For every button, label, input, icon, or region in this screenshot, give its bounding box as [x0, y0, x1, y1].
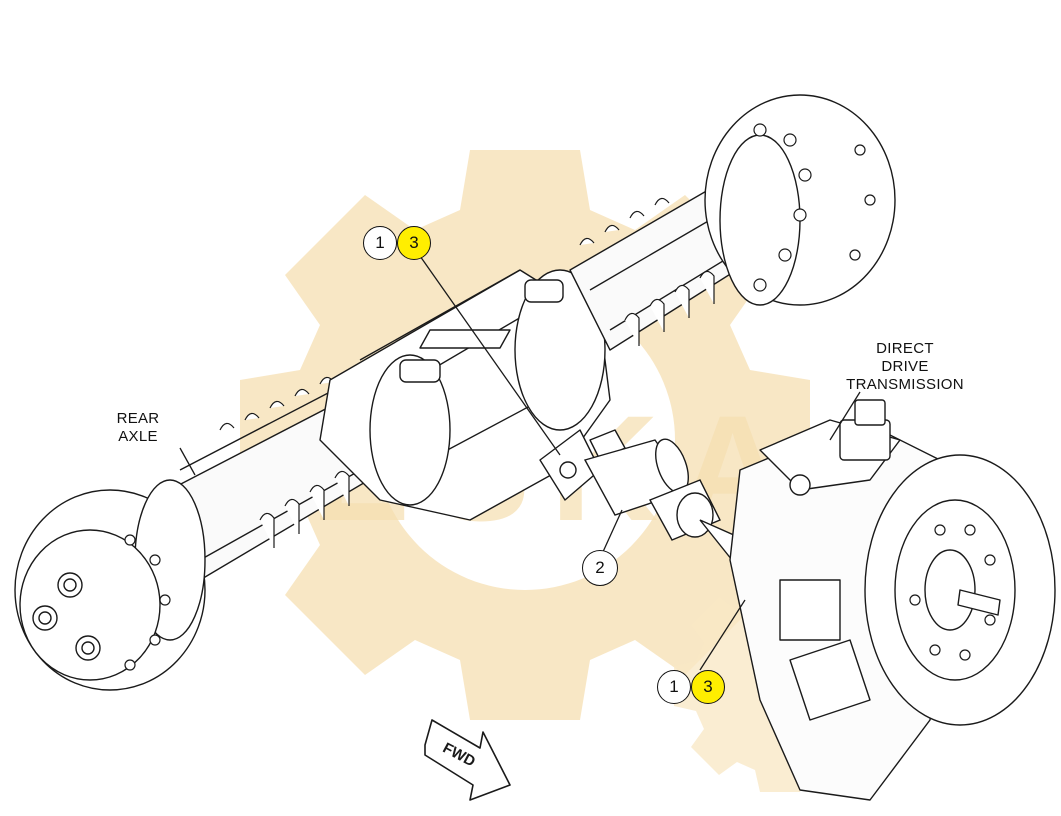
callout-1-top: 1	[363, 226, 397, 260]
transmission-label: DIRECT DRIVE TRANSMISSION	[830, 340, 980, 394]
leader-lines	[179, 255, 861, 671]
callout-1-bottom: 1	[657, 670, 691, 704]
transmission-label-line2: DRIVE	[881, 358, 929, 375]
transmission-label-line1: DIRECT	[876, 340, 934, 357]
callout-3-top: 3	[397, 226, 431, 260]
callout-3-bottom: 3	[691, 670, 725, 704]
rear-axle-label-line2: AXLE	[118, 428, 158, 445]
rear-axle-label: REAR AXLE	[108, 410, 168, 446]
fwd-arrow	[424, 719, 511, 801]
rear-axle-label-line1: REAR	[116, 410, 160, 427]
callout-2: 2	[582, 550, 618, 586]
transmission-label-line3: TRANSMISSION	[846, 376, 964, 393]
rear-axle-drawing	[14, 94, 896, 691]
transmission-drawing	[729, 399, 1056, 801]
